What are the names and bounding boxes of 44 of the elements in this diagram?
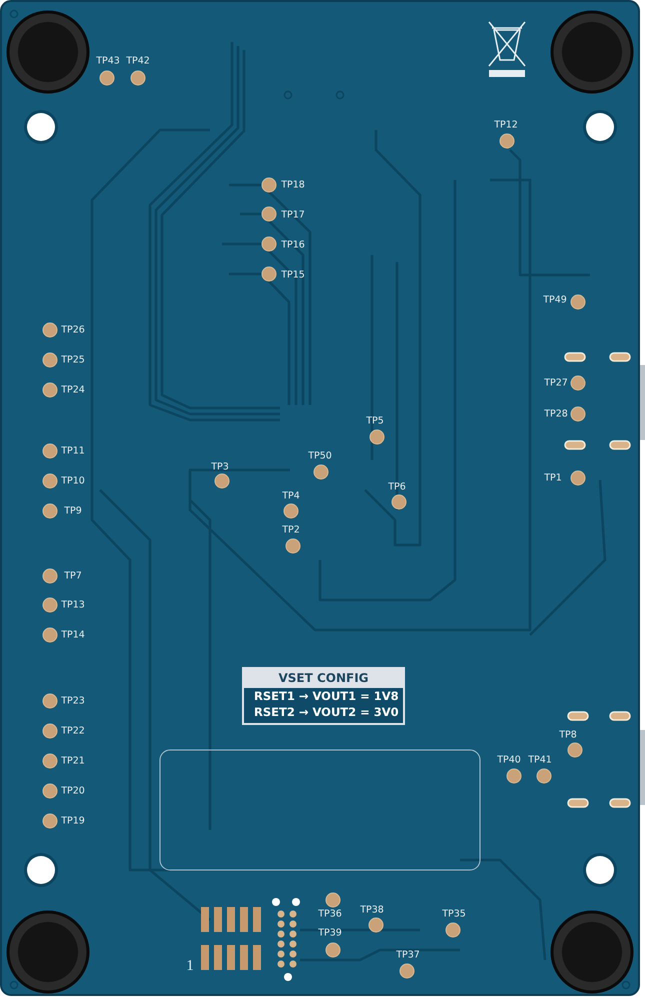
test-point-label: TP40 [497,754,521,766]
test-point-label: TP11 [61,446,85,456]
test-point-label: TP15 [281,270,305,280]
test-point-label: TP24 [61,384,85,396]
table-row-text: RSET2 → VOUT2 = 3V0 [253,704,400,720]
test-point-label: TP21 [61,756,85,766]
test-point-label: TP42 [126,56,150,66]
test-point-label: TP25 [61,354,85,366]
test-point-label: TP3 [211,462,229,472]
test-point-label: TP28 [544,408,568,420]
test-point-label: TP26 [61,324,85,336]
config-table [242,667,405,725]
test-point-label: TP39 [318,928,342,938]
test-point-label: TP27 [544,378,568,388]
test-point-label: TP1 [544,472,562,484]
test-point-label: TP6 [388,482,406,492]
test-point-label: TP8 [559,730,577,740]
test-point-label: TP23 [61,696,85,706]
table-heading: VSET CONFIG [244,669,403,688]
pin-number: 1 [186,958,194,974]
test-point-label: TP13 [61,600,85,610]
test-point-label: TP4 [282,490,300,502]
test-point-label: TP36 [318,908,342,920]
test-point-label: TP35 [442,908,466,920]
test-point-label: TP14 [61,630,85,640]
test-point-label: TP49 [543,294,567,306]
test-point-label: TP19 [61,816,85,826]
test-point-label: TP20 [61,786,85,796]
test-point-label: TP16 [281,240,305,250]
test-point-label: TP37 [396,950,420,960]
test-point-label: TP43 [96,56,120,66]
test-point-label: TP50 [308,450,332,462]
test-point-label: TP9 [64,506,82,516]
test-point-label: TP2 [282,524,300,536]
test-point-label: TP38 [360,904,384,916]
table-row-text: RSET1 → VOUT1 = 1V8 [253,688,400,704]
test-point-label: TP7 [64,570,82,582]
test-point-label: TP17 [281,210,305,220]
test-point-label: TP5 [366,416,384,426]
test-point-label: TP10 [61,476,85,486]
test-point-label: TP12 [494,120,518,130]
test-point-label: TP22 [61,726,85,736]
test-point-label: TP41 [528,754,552,766]
test-point-label: TP18 [281,180,305,190]
